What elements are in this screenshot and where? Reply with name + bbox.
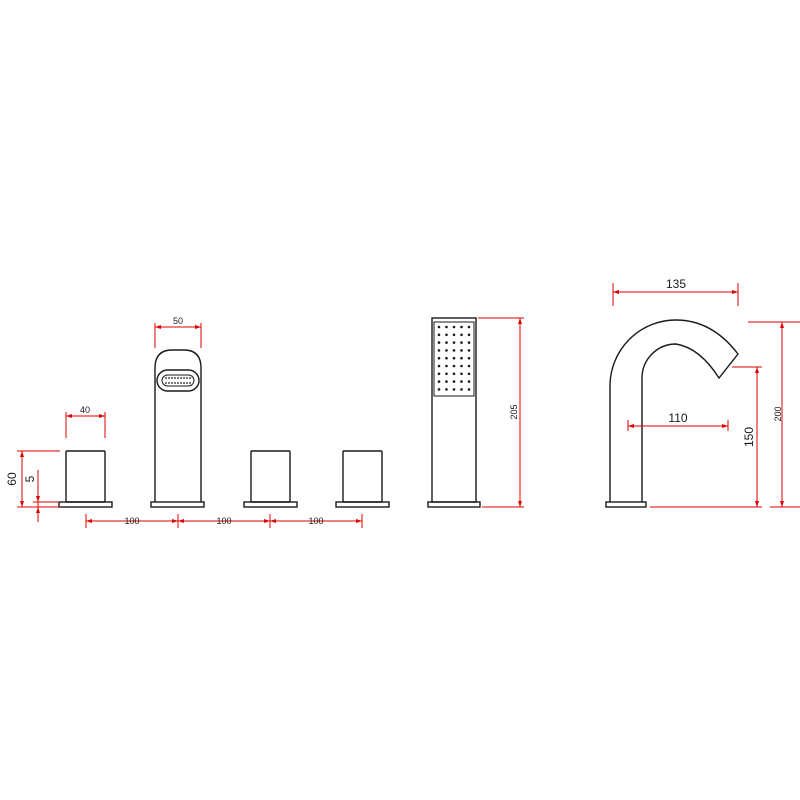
label-knob-width: 40 xyxy=(80,405,90,415)
nozzle-dot xyxy=(467,356,471,360)
nozzle-dot xyxy=(437,388,441,391)
nozzle-dot xyxy=(467,380,471,383)
nozzle-dot xyxy=(467,349,471,352)
nozzle-dot xyxy=(445,364,448,368)
label-spout-reach: 135 xyxy=(666,277,686,291)
shower-nozzle-dots xyxy=(437,325,471,391)
nozzle-dot xyxy=(467,325,471,329)
nozzle-dot xyxy=(445,325,448,329)
nozzle-dot xyxy=(460,380,463,383)
nozzle-dot xyxy=(460,333,463,337)
nozzle-dot xyxy=(437,380,441,383)
dimension-spout-outlet-height: 150 xyxy=(650,366,762,508)
nozzle-dot xyxy=(452,380,456,383)
nozzle-dot xyxy=(460,372,463,376)
nozzle-dot xyxy=(437,372,441,376)
label-spout-width: 50 xyxy=(173,316,183,326)
nozzle-dot xyxy=(445,372,448,376)
nozzle-dot xyxy=(437,333,441,337)
nozzle-dot xyxy=(452,341,456,344)
left-handle-knob xyxy=(58,450,113,508)
nozzle-dot xyxy=(460,325,463,329)
nozzle-dot xyxy=(467,388,471,391)
dimension-knob-width: 40 xyxy=(65,405,106,438)
nozzle-dot xyxy=(460,349,463,352)
spout-aerator-dots xyxy=(165,377,191,384)
side-spout xyxy=(605,319,739,508)
nozzle-dot xyxy=(445,349,448,352)
nozzle-dot xyxy=(452,349,456,352)
label-spout-projection: 110 xyxy=(668,411,687,425)
nozzle-dot xyxy=(467,341,471,344)
label-hand-shower-height: 205 xyxy=(509,404,519,419)
middle-handle-knob xyxy=(243,450,298,508)
hand-shower xyxy=(427,317,481,508)
nozzle-dot xyxy=(445,356,448,360)
label-spacing-3: 100 xyxy=(308,516,323,526)
dimension-center-spacing: 100 100 100 xyxy=(85,514,363,528)
nozzle-dot xyxy=(437,356,441,360)
nozzle-dot xyxy=(452,325,456,329)
nozzle-dot xyxy=(445,333,448,337)
nozzle-dot xyxy=(452,356,456,360)
label-base-height: 5 xyxy=(23,475,37,482)
nozzle-dot xyxy=(460,341,463,344)
nozzle-dot xyxy=(460,356,463,360)
nozzle-dot xyxy=(445,388,448,391)
dimension-spout-projection: 110 xyxy=(627,411,729,431)
nozzle-dot xyxy=(452,333,456,337)
label-knob-height: 60 xyxy=(5,472,19,486)
label-spacing-2: 100 xyxy=(216,516,231,526)
nozzle-dot xyxy=(437,325,441,329)
dimension-base-height: 5 xyxy=(23,470,58,522)
nozzle-dot xyxy=(467,364,471,368)
nozzle-dot xyxy=(452,364,456,368)
label-spout-total-height: 200 xyxy=(773,406,783,421)
nozzle-dot xyxy=(445,380,448,383)
right-handle-knob xyxy=(335,450,390,508)
nozzle-dot xyxy=(460,388,463,391)
dimension-spout-total-height: 200 xyxy=(748,321,800,508)
nozzle-dot xyxy=(467,372,471,376)
label-spacing-1: 100 xyxy=(124,516,139,526)
nozzle-dot xyxy=(452,372,456,376)
nozzle-dot xyxy=(452,388,456,391)
nozzle-dot xyxy=(445,341,448,344)
nozzle-dot xyxy=(460,364,463,368)
label-spout-outlet-height: 150 xyxy=(742,427,756,447)
nozzle-dot xyxy=(437,349,441,352)
front-spout xyxy=(150,349,205,508)
nozzle-dot xyxy=(467,333,471,337)
nozzle-dot xyxy=(437,364,441,368)
dimension-spout-width: 50 xyxy=(154,316,202,348)
dimension-spout-reach: 135 xyxy=(612,277,739,306)
dimension-hand-shower-height: 205 xyxy=(478,317,524,508)
nozzle-dot xyxy=(437,341,441,344)
